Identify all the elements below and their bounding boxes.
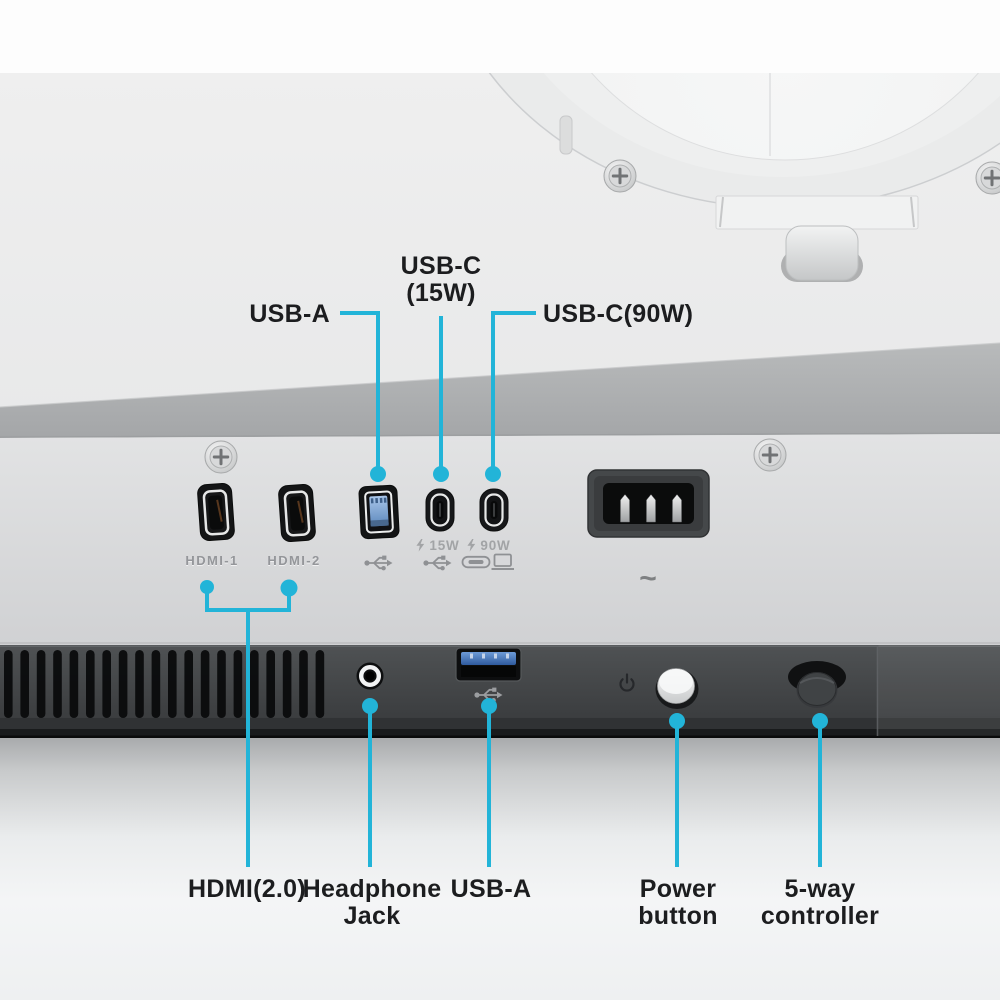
- callout-line-usb-c-90w: [491, 311, 536, 474]
- screw-icon: [603, 159, 637, 193]
- label-power-button: Power button: [638, 876, 718, 930]
- label-usb-a-bottom: USB-A: [450, 875, 532, 903]
- lightning-bolt-icon: [416, 539, 425, 552]
- label-five-way-line2: controller: [760, 902, 880, 930]
- marking-90w-text: 90W: [480, 538, 511, 553]
- lightning-bolt-icon: [467, 539, 476, 552]
- label-usb-c-15w: USB-C (15W): [401, 253, 482, 307]
- stand-latch-plate: [715, 195, 919, 230]
- callout-dot: [362, 698, 378, 714]
- marking-hdmi-1: HDMI-1: [185, 553, 239, 568]
- table-surface-shadow: [0, 737, 1000, 1000]
- port-recess-panel: [0, 434, 1000, 646]
- headphone-jack-port: [356, 662, 384, 690]
- callout-line-hdmi-bracket: [205, 590, 291, 867]
- screw-icon: [204, 440, 238, 474]
- callout-dot: [370, 466, 386, 482]
- stand-mount-area: [488, 73, 1000, 209]
- label-hdmi: HDMI(2.0): [188, 875, 306, 903]
- label-usb-a-top: USB-A: [249, 300, 330, 328]
- five-way-controller: [788, 661, 846, 708]
- marking-hdmi-2: HDMI-2: [267, 553, 321, 568]
- usb-a-port-bottom: [455, 647, 522, 682]
- laptop-icon: [491, 553, 514, 570]
- label-usb-c-15w-line1: USB-C: [400, 252, 482, 280]
- marking-15w: 15W: [416, 538, 459, 553]
- callout-lines: [200, 311, 828, 867]
- label-usb-c-15w-line2: (15W): [406, 279, 476, 307]
- callout-dot: [481, 698, 497, 714]
- stand-release-button: [781, 225, 863, 282]
- usb-c-connector-icon: [461, 555, 491, 569]
- callout-dot: [280, 579, 298, 597]
- callout-line-usb-a-top: [340, 311, 380, 474]
- label-five-way-line1: 5-way: [784, 875, 856, 903]
- callout-dot: [433, 466, 449, 482]
- callout-dot: [200, 580, 214, 594]
- usb-c-90w-port: [478, 487, 510, 533]
- label-headphone-jack: Headphone Jack: [303, 876, 442, 930]
- usb-c-15w-port: [424, 487, 456, 533]
- label-headphone-line2: Jack: [343, 902, 401, 930]
- hdmi-port-2: [276, 482, 318, 544]
- callout-dot: [812, 713, 828, 729]
- marking-ac-power: ~: [639, 562, 657, 595]
- callout-dot: [669, 713, 685, 729]
- callout-dot: [485, 466, 501, 482]
- marking-15w-text: 15W: [429, 538, 460, 553]
- label-headphone-line1: Headphone: [302, 875, 442, 903]
- power-symbol-icon: [619, 673, 635, 692]
- hdmi-port-1: [195, 481, 237, 543]
- label-power-line2: button: [638, 902, 718, 930]
- ac-power-inlet: [587, 469, 710, 538]
- marking-90w: 90W: [467, 538, 510, 553]
- housing-edge-band: [0, 342, 1000, 438]
- label-power-line1: Power: [639, 875, 717, 903]
- label-usb-c-90w: USB-C(90W): [543, 300, 694, 328]
- screw-icon: [753, 438, 787, 472]
- usb-a-port-rear: [358, 484, 400, 540]
- label-five-way-controller: 5-way controller: [761, 876, 879, 930]
- power-button: [655, 668, 699, 709]
